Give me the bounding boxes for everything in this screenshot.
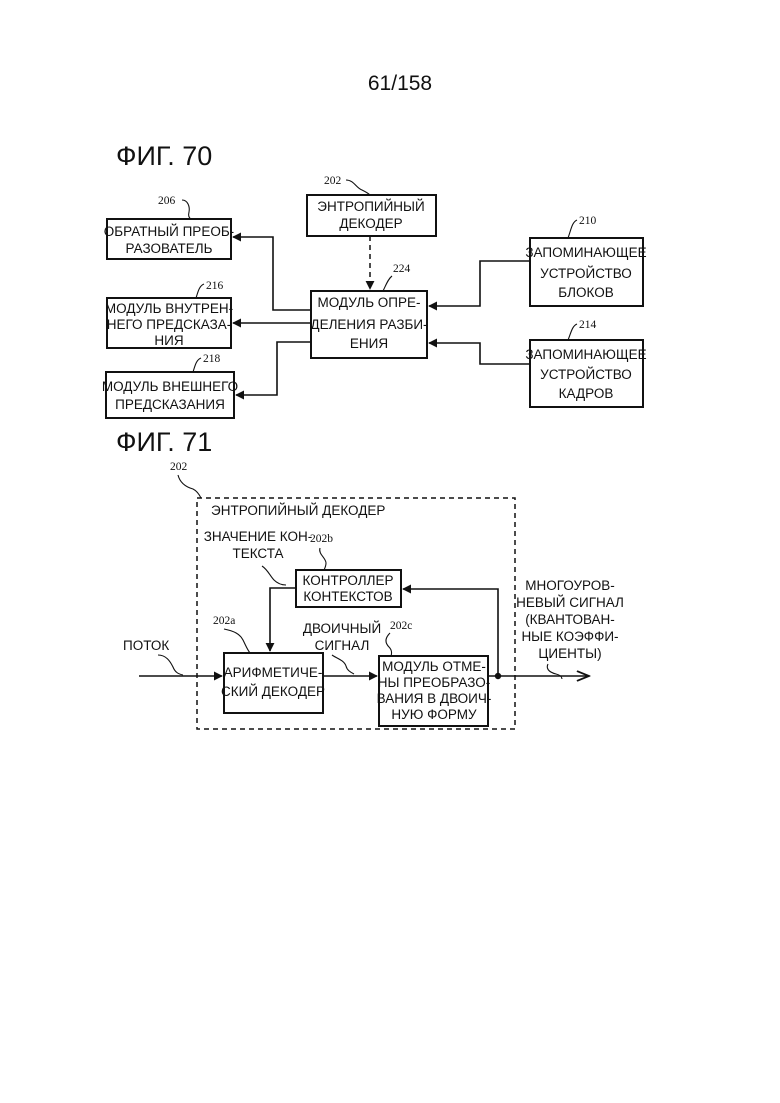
binary-signal-label-2: СИГНАЛ	[315, 638, 370, 653]
debinarizer-label-4: НУЮ ФОРМУ	[391, 707, 477, 722]
fig70-title: ФИГ. 70	[116, 141, 212, 171]
context-value-leader	[262, 566, 286, 585]
ref-202-leader	[346, 180, 370, 195]
fig71-title: ФИГ. 71	[116, 427, 212, 457]
entropy-decoder-label-2: ДЕКОДЕР	[339, 216, 402, 231]
stream-leader	[158, 655, 183, 675]
ref-206: 206	[158, 195, 176, 207]
fig70-intra-predictor-block: МОДУЛЬ ВНУТРЕН- НЕГО ПРЕДСКАЗА- НИЯ	[105, 298, 233, 348]
fig71-arithmetic-decoder-block: АРИФМЕТИЧЕ- СКИЙ ДЕКОДЕР	[221, 653, 325, 713]
debinarizer-label-3: ВАНИЯ В ДВОИЧ-	[377, 691, 492, 706]
fig71-debinarizer-block: МОДУЛЬ ОТМЕ- НЫ ПРЕОБРАЗО- ВАНИЯ В ДВОИЧ…	[377, 656, 492, 726]
fig70-block-memory-block: ЗАПОМИНАЮЩЕЕ УСТРОЙСТВО БЛОКОВ	[525, 238, 646, 306]
binary-signal-label-1: ДВОИЧНЫЙ	[303, 621, 381, 636]
fig70-inverse-transformer-block: ОБРАТНЫЙ ПРЕОБ- РАЗОВАТЕЛЬ	[104, 219, 234, 259]
arithmetic-decoder-label-2: СКИЙ ДЕКОДЕР	[221, 684, 325, 699]
page-number: 61/158	[368, 72, 432, 95]
split-module-label-1: МОДУЛЬ ОПРЕ-	[317, 295, 420, 310]
ref-202-fig71-leader	[178, 475, 201, 498]
context-controller-label-2: КОНТЕКСТОВ	[303, 589, 392, 604]
output-label-2: НЕВЫЙ СИГНАЛ	[516, 595, 624, 610]
ref-224-leader	[383, 276, 392, 291]
arrow-frame-memory-to-split	[429, 343, 530, 364]
fig70-split-module-block: МОДУЛЬ ОПРЕ- ДЕЛЕНИЯ РАЗБИ- ЕНИЯ	[310, 291, 427, 358]
ref-218: 218	[203, 353, 221, 365]
ref-202b: 202b	[310, 533, 333, 545]
inter-predictor-label-2: ПРЕДСКАЗАНИЯ	[115, 397, 225, 412]
ref-202c-leader	[386, 633, 392, 656]
output-label-4: НЫЕ КОЭФФИ-	[521, 629, 618, 644]
arrow-context-controller-to-arithmetic	[270, 588, 296, 651]
ref-206-leader	[182, 200, 191, 219]
block-memory-label-1: ЗАПОМИНАЮЩЕЕ	[525, 245, 646, 260]
ref-202c: 202c	[390, 620, 412, 632]
fig71-context-controller-block: КОНТРОЛЛЕР КОНТЕКСТОВ	[296, 570, 401, 607]
arrow-split-to-inter-predictor	[236, 342, 311, 395]
block-memory-label-3: БЛОКОВ	[558, 285, 613, 300]
inter-predictor-label-1: МОДУЛЬ ВНЕШНЕГО	[102, 379, 238, 394]
ref-202a: 202a	[213, 615, 235, 627]
context-value-label-1: ЗНАЧЕНИЕ КОН-	[204, 529, 313, 544]
ref-216-leader	[196, 284, 204, 298]
ref-202a-leader	[224, 629, 250, 653]
split-module-label-3: ЕНИЯ	[350, 336, 388, 351]
fig70-entropy-decoder-block: ЭНТРОПИЙНЫЙ ДЕКОДЕР	[307, 195, 436, 236]
intra-predictor-label-3: НИЯ	[154, 333, 183, 348]
ref-202-fig70: 202	[324, 175, 342, 187]
output-label-1: МНОГОУРОВ-	[525, 578, 615, 593]
debinarizer-label-1: МОДУЛЬ ОТМЕ-	[382, 659, 486, 674]
fig70-frame-memory-block: ЗАПОМИНАЮЩЕЕ УСТРОЙСТВО КАДРОВ	[525, 340, 646, 407]
entropy-decoder-label-1: ЭНТРОПИЙНЫЙ	[317, 199, 424, 214]
ref-202-fig71: 202	[170, 461, 188, 473]
stream-label: ПОТОК	[123, 638, 169, 653]
ref-218-leader	[193, 358, 201, 372]
ref-224: 224	[393, 263, 411, 275]
inverse-transformer-label-1: ОБРАТНЫЙ ПРЕОБ-	[104, 224, 234, 239]
split-module-label-2: ДЕЛЕНИЯ РАЗБИ-	[310, 317, 427, 332]
inverse-transformer-label-2: РАЗОВАТЕЛЬ	[126, 241, 213, 256]
intra-predictor-label-2: НЕГО ПРЕДСКАЗА-	[107, 317, 232, 332]
container-label: ЭНТРОПИЙНЫЙ ДЕКОДЕР	[211, 503, 385, 518]
arithmetic-decoder-label-1: АРИФМЕТИЧЕ-	[224, 665, 323, 680]
ref-216: 216	[206, 280, 224, 292]
output-label-5: ЦИЕНТЫ)	[538, 646, 601, 661]
frame-memory-label-1: ЗАПОМИНАЮЩЕЕ	[525, 347, 646, 362]
fig70-inter-predictor-block: МОДУЛЬ ВНЕШНЕГО ПРЕДСКАЗАНИЯ	[102, 372, 238, 418]
arrow-block-memory-to-split	[429, 261, 530, 306]
debinarizer-label-2: НЫ ПРЕОБРАЗО-	[378, 675, 490, 690]
binary-signal-leader	[332, 655, 354, 674]
ref-214: 214	[579, 319, 597, 331]
ref-210: 210	[579, 215, 597, 227]
context-value-label-2: ТЕКСТА	[232, 546, 283, 561]
output-label-3: (КВАНТОВАН-	[525, 612, 615, 627]
intra-predictor-label-1: МОДУЛЬ ВНУТРЕН-	[105, 301, 233, 316]
frame-memory-label-2: УСТРОЙСТВО	[540, 367, 632, 382]
arrow-split-to-inverse-transformer	[233, 237, 311, 310]
frame-memory-label-3: КАДРОВ	[559, 386, 614, 401]
context-controller-label-1: КОНТРОЛЛЕР	[303, 573, 394, 588]
block-memory-label-2: УСТРОЙСТВО	[540, 266, 632, 281]
ref-214-leader	[568, 324, 577, 340]
ref-202b-leader	[320, 548, 326, 570]
ref-210-leader	[568, 220, 577, 238]
